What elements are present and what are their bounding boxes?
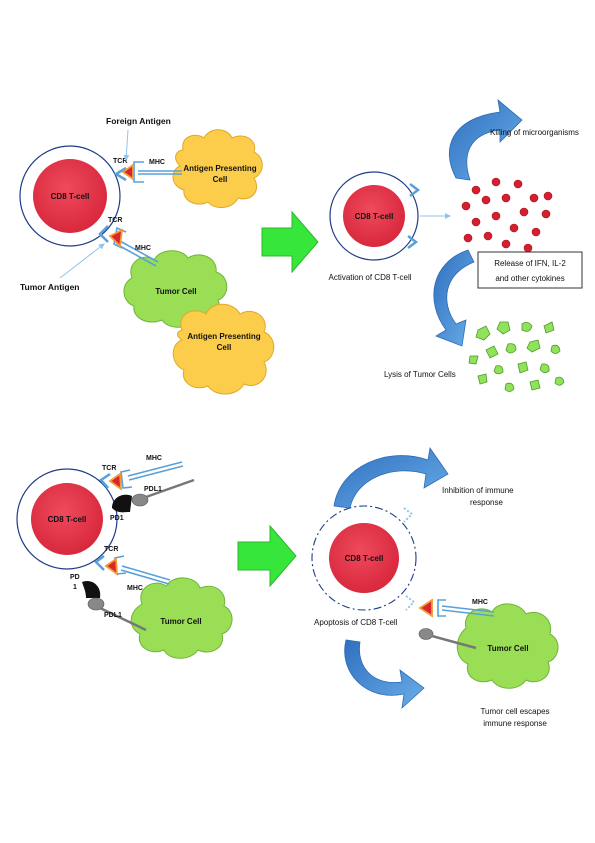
antigen-right-icon — [418, 598, 433, 618]
foreign-antigen-icon — [121, 163, 134, 181]
pd1-label-2b: 1 — [73, 584, 77, 591]
curved-arrow-inhibition — [333, 446, 449, 509]
pdl1-ligand-1 — [131, 493, 149, 507]
mhc-label-top-2: MHC — [135, 245, 151, 252]
tumor-antigen-icon — [108, 228, 124, 248]
antigen-bottom-1-icon — [108, 472, 123, 491]
fragmented-receptor-2 — [405, 595, 416, 611]
cytokine-box — [477, 251, 583, 289]
apc-label-top-2: Cell — [213, 175, 228, 184]
apc-cloud-bottom — [172, 303, 275, 395]
pd1-label-1: PD1 — [110, 515, 124, 522]
curved-arrow-escape — [344, 639, 425, 710]
cytokine-dots — [461, 177, 553, 253]
tcr-receptor-activated-2 — [407, 235, 419, 249]
mhc-label-right: MHC — [472, 599, 488, 606]
tcr-label-bottom-1: TCR — [102, 465, 116, 472]
tumor-cloud-bottom — [130, 577, 233, 659]
cytokine-text-2: and other cytokines — [495, 274, 564, 283]
inhibition-text-1: Inhibition of immune — [442, 486, 514, 495]
cd8-label-bottom: CD8 T-cell — [48, 515, 87, 524]
apc-label-bottom-1: Antigen Presenting — [187, 332, 260, 341]
cd8-label-activated: CD8 T-cell — [355, 212, 394, 221]
fragmented-receptor-1 — [403, 507, 414, 523]
pd1-receptor-1 — [112, 494, 132, 513]
pdl1-label-1: PDL1 — [144, 486, 162, 493]
pd1-receptor-2 — [82, 580, 101, 598]
escape-text-2: immune response — [483, 719, 547, 728]
mhc-receptor-bottom-2 — [114, 555, 171, 585]
cd8-nucleus-top — [33, 159, 107, 233]
cd8-nucleus-apoptotic — [329, 523, 399, 593]
apc-label-bottom-2: Cell — [217, 343, 232, 352]
mhc-receptor-right — [437, 599, 495, 617]
cytokine-text-1: Release of IFN, IL-2 — [494, 259, 566, 268]
pd1-label-2a: PD — [70, 574, 80, 581]
curved-arrow-lysis — [433, 249, 475, 347]
pdl1-ligand-right — [418, 628, 434, 640]
pdl1-ligand-2 — [87, 597, 105, 611]
foreign-antigen-label: Foreign Antigen — [106, 116, 171, 126]
tumor-cloud-top — [123, 250, 228, 328]
tcr-receptor-2 — [98, 225, 109, 243]
curved-arrow-killing — [448, 99, 523, 181]
tumor-fragments — [468, 321, 565, 392]
killing-caption: Killing of microorganisms — [490, 128, 579, 137]
green-arrow-top — [261, 210, 319, 274]
mhc-receptor-1 — [133, 161, 182, 183]
apc-cloud-top — [172, 129, 263, 208]
tcr-label-top-1: TCR — [113, 158, 127, 165]
lysis-caption: Lysis of Tumor Cells — [384, 370, 456, 379]
inhibition-text-2: response — [470, 498, 503, 507]
tcr-receptor-1 — [113, 166, 127, 182]
mhc-label-top-1: MHC — [149, 159, 165, 166]
activation-caption: Activation of CD8 T-cell — [329, 273, 412, 282]
cd8-label-top: CD8 T-cell — [51, 192, 90, 201]
tcr-receptor-activated-1 — [409, 183, 421, 197]
antigen-bottom-2-icon — [104, 557, 119, 576]
cd8-label-apoptotic: CD8 T-cell — [345, 554, 384, 563]
tumor-label-bottom: Tumor Cell — [160, 617, 201, 626]
green-arrow-bottom — [237, 524, 297, 588]
tcr-receptor-bottom-2 — [94, 555, 105, 571]
tcr-label-top-2: TCR — [108, 217, 122, 224]
pdl1-label-2: PDL1 — [104, 612, 122, 619]
apoptosis-caption: Apoptosis of CD8 T-cell — [314, 618, 398, 627]
cd8-nucleus-bottom — [31, 483, 103, 555]
tumor-label-top: Tumor Cell — [155, 287, 196, 296]
escape-text-1: Tumor cell escapes — [480, 707, 549, 716]
tumor-cloud-right — [456, 603, 559, 689]
tcr-label-bottom-2: TCR — [104, 546, 118, 553]
apc-label-top-1: Antigen Presenting — [183, 164, 256, 173]
mhc-receptor-bottom-1 — [120, 461, 184, 489]
cd8-nucleus-activated — [343, 185, 405, 247]
tumor-antigen-label: Tumor Antigen — [20, 282, 80, 292]
tcr-receptor-bottom-1 — [99, 472, 111, 489]
mhc-label-bottom-2: MHC — [127, 585, 143, 592]
mhc-label-bottom-1: MHC — [146, 455, 162, 462]
tumor-label-right: Tumor Cell — [487, 644, 528, 653]
